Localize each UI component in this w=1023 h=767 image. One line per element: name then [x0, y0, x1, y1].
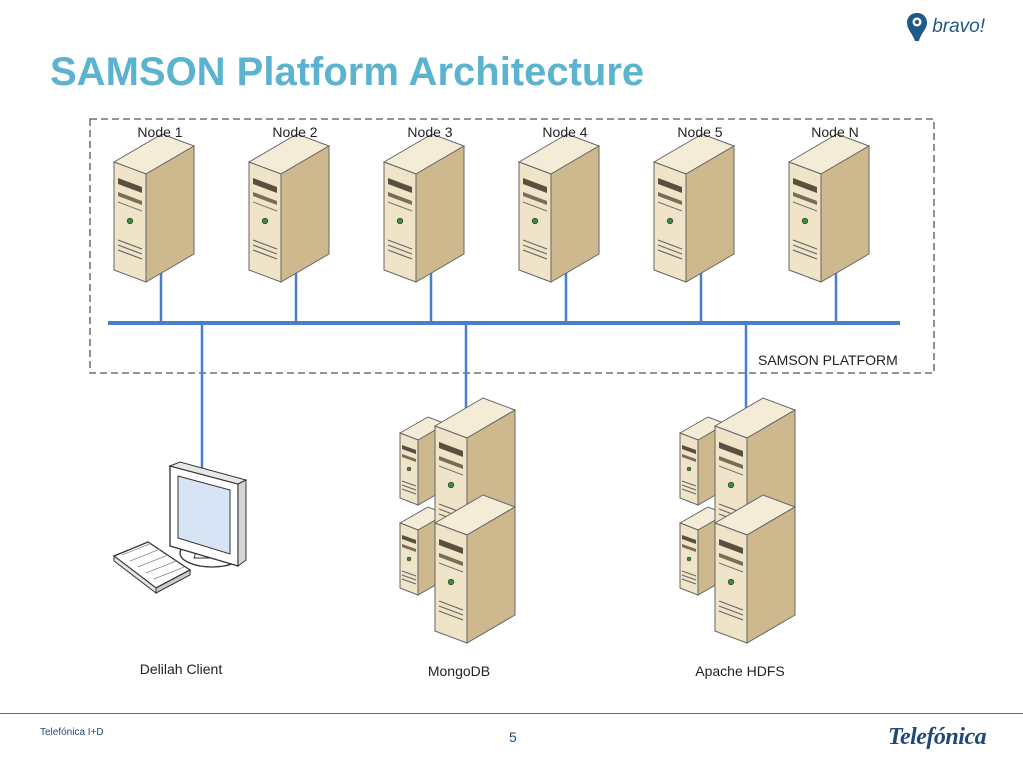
- node-label: Node 1: [137, 124, 182, 140]
- node-5-server: [653, 133, 735, 283]
- component-label: MongoDB: [428, 663, 490, 679]
- page-number: 5: [509, 729, 517, 745]
- node-label: Node 2: [272, 124, 317, 140]
- node-connectors: [159, 272, 838, 323]
- node-1-server: [113, 133, 195, 283]
- node-label: Node 5: [677, 124, 722, 140]
- node-3-server: [383, 133, 465, 283]
- component-label: Delilah Client: [140, 661, 223, 677]
- footer-divider: [0, 713, 1023, 714]
- footer-company: Telefónica I+D: [40, 727, 104, 738]
- node-label: Node N: [811, 124, 858, 140]
- component-label: Apache HDFS: [695, 663, 784, 679]
- bravo-logo-text: bravo!: [932, 16, 985, 37]
- slide-title: SAMSON Platform Architecture: [50, 50, 645, 94]
- node-4-server: [518, 133, 600, 283]
- bravo-pin-icon: [907, 13, 928, 41]
- delilah-client-workstation: [112, 461, 248, 595]
- hdfs-server-cluster: [679, 397, 796, 644]
- samson-platform-boundary: [89, 118, 935, 374]
- node-label: Node 3: [407, 124, 452, 140]
- mongodb-server-cluster: [399, 397, 516, 644]
- bravo-logo: bravo!: [906, 12, 985, 42]
- node-2-server: [248, 133, 330, 283]
- telefonica-logo: Telefónica: [888, 724, 987, 750]
- node-label: Node 4: [542, 124, 587, 140]
- platform-label: SAMSON PLATFORM: [758, 352, 898, 368]
- node-n-server: [788, 133, 870, 283]
